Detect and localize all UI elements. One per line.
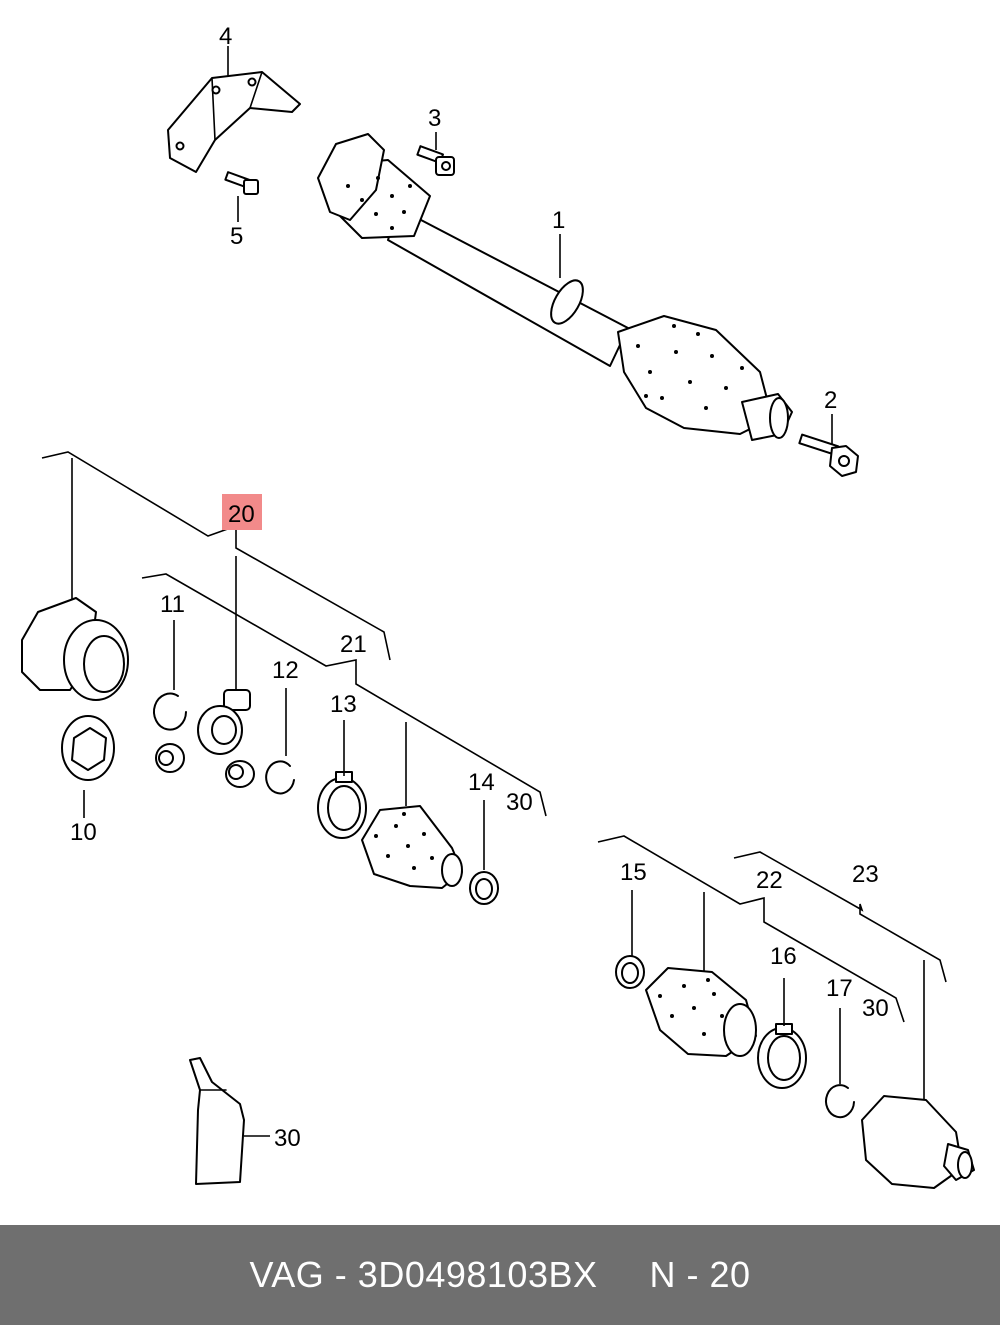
tripod-roller-part-20[interactable] bbox=[155, 689, 255, 788]
heat-shield-part-4[interactable] bbox=[167, 71, 301, 173]
callout-30-upper[interactable]: 30 bbox=[506, 789, 533, 816]
callout-17[interactable]: 17 bbox=[826, 975, 853, 1002]
callout-1[interactable]: 1 bbox=[552, 207, 565, 234]
hose-clamp-part-13[interactable] bbox=[317, 771, 367, 839]
callout-16[interactable]: 16 bbox=[770, 943, 797, 970]
callout-23[interactable]: 23 bbox=[852, 861, 879, 888]
callout-2[interactable]: 2 bbox=[824, 387, 837, 414]
joint-housing-part-20[interactable] bbox=[21, 597, 129, 701]
callout-30-lower[interactable]: 30 bbox=[862, 995, 889, 1022]
callout-3[interactable]: 3 bbox=[428, 105, 441, 132]
callout-12[interactable]: 12 bbox=[272, 657, 299, 684]
circlip-part-17[interactable] bbox=[825, 1084, 855, 1119]
bolt-part-2[interactable] bbox=[798, 433, 859, 477]
callout-30-grease[interactable]: 30 bbox=[274, 1125, 301, 1152]
callout-20-highlight bbox=[222, 494, 262, 530]
callout-22[interactable]: 22 bbox=[756, 867, 783, 894]
callout-13[interactable]: 13 bbox=[330, 691, 357, 718]
callout-5[interactable]: 5 bbox=[230, 223, 243, 250]
callout-21[interactable]: 21 bbox=[340, 631, 367, 658]
callout-11[interactable]: 11 bbox=[160, 591, 185, 618]
outer-boot-dot-texture bbox=[658, 978, 724, 1036]
bolt-part-3[interactable] bbox=[416, 145, 455, 176]
small-clamp-part-14[interactable] bbox=[469, 871, 499, 905]
callout-15[interactable]: 15 bbox=[620, 859, 647, 886]
callout-14[interactable]: 14 bbox=[468, 769, 495, 796]
callout-4[interactable]: 4 bbox=[219, 23, 232, 50]
outer-boot-part-30[interactable] bbox=[645, 967, 757, 1057]
leader-lines bbox=[41, 46, 947, 1137]
hose-clamp-part-16[interactable] bbox=[757, 1023, 807, 1089]
position-reference: N - 20 bbox=[649, 1254, 751, 1295]
bolt-part-5[interactable] bbox=[224, 171, 259, 195]
circlip-part-12[interactable] bbox=[265, 760, 295, 795]
callout-10[interactable]: 10 bbox=[70, 819, 97, 846]
inner-boot-part-30[interactable] bbox=[361, 805, 463, 889]
circlip-part-11[interactable] bbox=[153, 692, 187, 731]
callout-20[interactable]: 20 bbox=[228, 501, 255, 528]
seal-plate-part-10[interactable] bbox=[61, 715, 115, 781]
part-reference: VAG - 3D0498103BX bbox=[249, 1254, 598, 1295]
exploded-parts-diagram: 4 5 3 1 2 20 21 11 12 13 14 30 10 15 22 … bbox=[21, 23, 975, 1189]
callout-labels: 4 5 3 1 2 20 21 11 12 13 14 30 10 15 22 … bbox=[70, 23, 889, 1152]
small-clamp-part-15[interactable] bbox=[615, 955, 645, 989]
boot-dot-texture bbox=[346, 176, 744, 410]
part-number-footer: VAG - 3D0498103BX N - 20 bbox=[0, 1225, 1000, 1325]
grease-tube-part-30[interactable] bbox=[189, 1057, 245, 1185]
cv-joint-part-23[interactable] bbox=[861, 1095, 975, 1189]
drive-shaft-part-1[interactable] bbox=[317, 133, 793, 441]
inner-boot-dot-texture bbox=[374, 812, 434, 870]
